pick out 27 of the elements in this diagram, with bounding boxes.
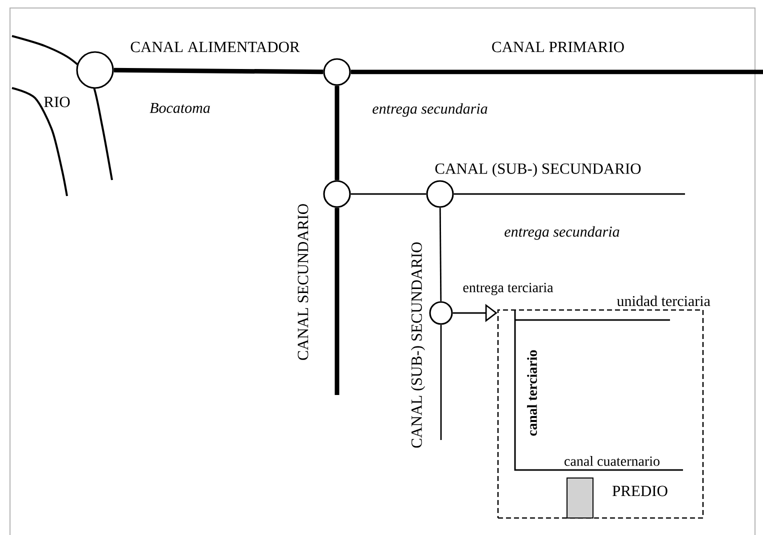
canal-label: entrega terciaria [463, 282, 554, 296]
structure-circle [426, 180, 454, 208]
canal-label: CANAL (SUB-) SECUNDARIO [435, 162, 641, 178]
structure-caption: Bocatoma [150, 103, 210, 113]
canal-line [439, 208, 442, 302]
canal-label: CANAL (SUB-) SECUNDARIO [410, 242, 426, 448]
structure-circle [323, 180, 351, 208]
canal-label: CANAL ALIMENTADOR [130, 42, 300, 52]
structure-circle [76, 51, 114, 89]
canal-line [350, 193, 426, 195]
canal-line [334, 208, 340, 395]
text-label: PREDIO [612, 486, 668, 496]
canal-line [334, 86, 340, 180]
canal-line [350, 70, 763, 74]
canal-label: CANAL PRIMARIO [492, 42, 624, 52]
canal-label: CANAL SECUNDARIO [298, 204, 308, 360]
plot-box [566, 478, 594, 518]
structure-circle [323, 58, 351, 86]
structure-caption: entrega secundaria [504, 226, 620, 240]
node-label: unidad terciaria [616, 296, 710, 306]
canal-line [440, 324, 442, 440]
text-label: canal terciario [527, 350, 537, 436]
canal-line [114, 68, 324, 74]
text-label: RIO [44, 96, 70, 108]
structure-circle [429, 301, 453, 325]
canal-line [454, 193, 685, 195]
structure-caption: entrega secundaria [372, 103, 488, 117]
